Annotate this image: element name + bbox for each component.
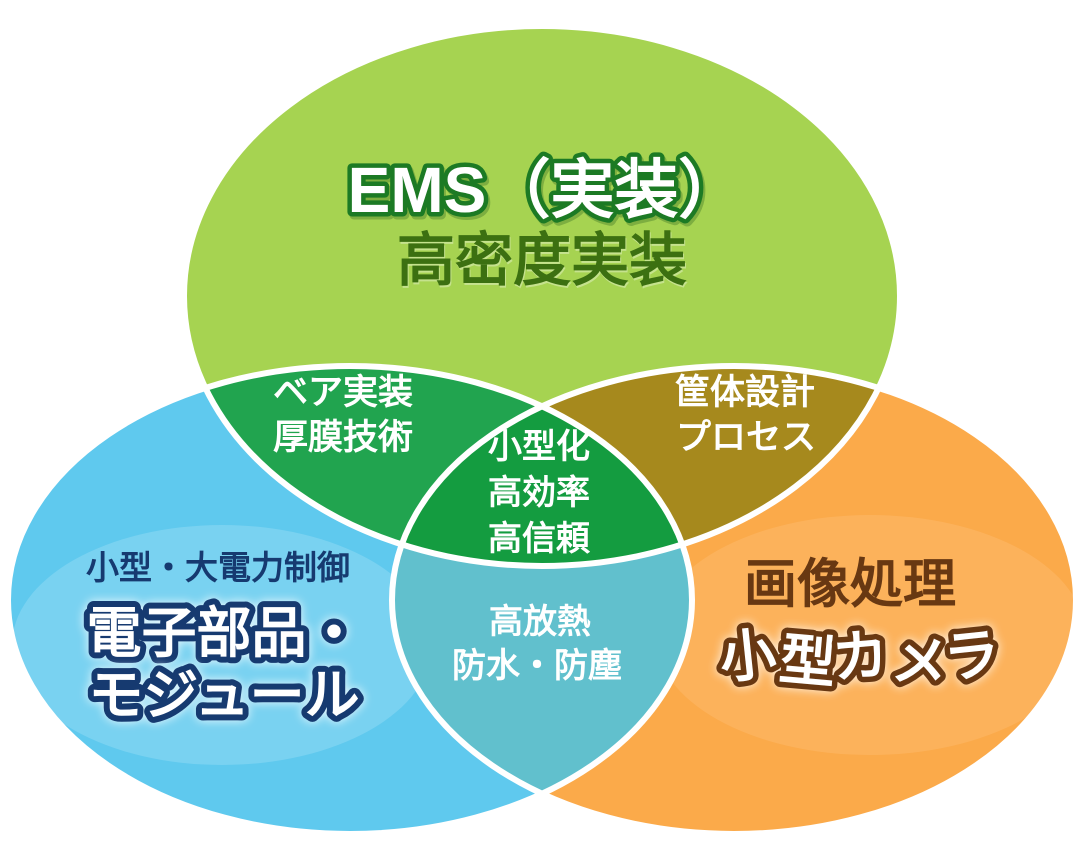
overlap-center-label-line3: 高信頼 <box>488 520 591 558</box>
left-circle-tagline: 小型・大電力制御 <box>86 549 350 586</box>
overlap-top-right-region <box>392 366 900 566</box>
left-title-glow <box>12 525 432 765</box>
left-circle-title-line1: 電子部品・ <box>86 602 361 664</box>
overlap-center-label-line1: 小型化 <box>488 428 590 466</box>
overlap-bottom-label-line2: 防水・防塵 <box>452 647 622 685</box>
left-circle-title-line2: モジュール <box>88 664 359 726</box>
overlap-top-left-label-line1: ベア実装 <box>273 373 413 412</box>
overlap-top-right-label-line2: プロセス <box>676 418 816 457</box>
top-circle-title: EMS（実装） <box>348 154 743 226</box>
right-circle-outline <box>389 363 1079 837</box>
right-title-glow <box>655 515 1076 755</box>
right-circle-title-line1: 画像処理 <box>744 555 956 614</box>
overlap-top-left-label-line2: 厚膜技術 <box>273 418 413 457</box>
top-circle-outline <box>181 23 903 569</box>
right-circle-title-line2: 小型カメラ <box>717 621 1003 695</box>
overlap-bottom-label-line1: 高放熱 <box>489 603 591 641</box>
overlap-top-left-region <box>184 366 692 566</box>
overlap-top-right-label-line1: 筐体設計 <box>675 373 815 412</box>
left-circle-outline <box>5 363 695 837</box>
top-circle-subtitle: 高密度実装 <box>397 228 687 293</box>
overlap-center-label-line2: 高効率 <box>488 474 590 512</box>
